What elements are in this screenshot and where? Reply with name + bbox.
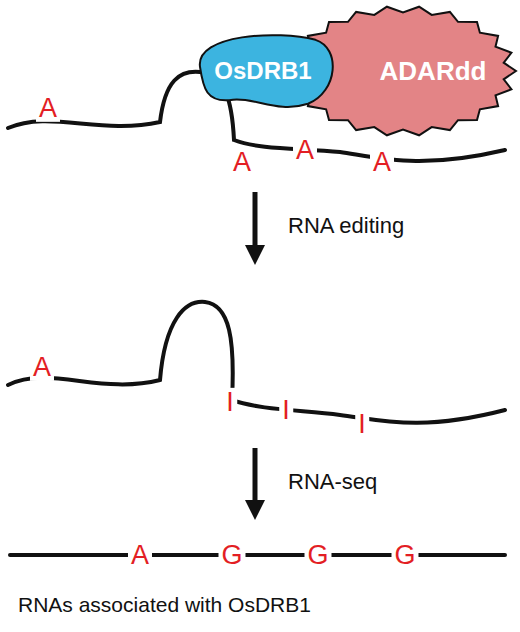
nucleotide-letter: G [304, 541, 331, 569]
node-label: ADARdd [380, 56, 487, 87]
nucleotide-letter: I [279, 396, 293, 424]
sequence-line [10, 553, 505, 557]
rna-strand [8, 302, 505, 423]
process-arrow [253, 192, 258, 255]
nucleotide-letter: A [30, 353, 54, 381]
node-label: OsDRB1 [214, 57, 311, 85]
nucleotide-letter: A [230, 148, 254, 176]
step-label: RNA editing [288, 213, 404, 239]
process-arrow [253, 448, 258, 510]
nucleotide-letter: G [391, 541, 418, 569]
nucleotide-letter: A [128, 541, 152, 569]
nucleotide-letter: I [355, 410, 369, 438]
protein-blob: OsDRB1 [188, 30, 338, 112]
nucleotide-letter: G [218, 541, 245, 569]
nucleotide-letter: I [223, 388, 237, 416]
nucleotide-letter: A [293, 136, 317, 164]
nucleotide-letter: A [370, 148, 394, 176]
step-label: RNA-seq [288, 469, 377, 495]
caption: RNAs associated with OsDRB1 [18, 593, 311, 617]
nucleotide-letter: A [36, 94, 60, 122]
